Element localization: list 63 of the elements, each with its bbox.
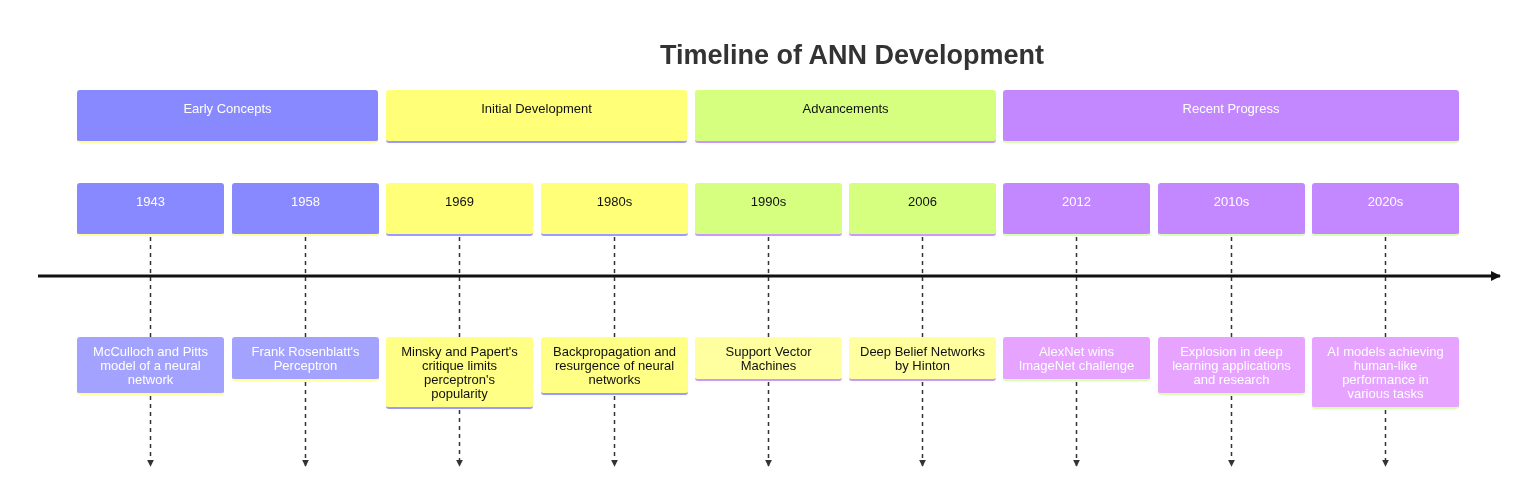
period-box	[1003, 183, 1150, 236]
label-text: 1990s	[750, 195, 787, 209]
event-text: McCulloch and Pitts model of a neural network	[92, 345, 209, 387]
period-box	[1312, 183, 1459, 236]
event-text: AI models achieving human-like performance in various tasks	[1326, 345, 1445, 401]
label-text: Initial Development	[481, 102, 592, 116]
event-box	[541, 337, 688, 395]
event-text: Backpropagation and resurgence of neural networks	[552, 345, 677, 387]
period-box	[77, 183, 224, 236]
label-text: 2012	[1062, 195, 1091, 209]
event-box	[1158, 337, 1305, 395]
period-box	[541, 183, 688, 236]
dashed-connector	[1384, 236, 1387, 338]
dashed-connector	[1073, 381, 1080, 467]
dashed-connector	[458, 236, 461, 338]
period-box	[232, 183, 379, 236]
dashed-connector	[1075, 236, 1078, 338]
label-text: 1958	[291, 195, 320, 209]
label-text: Advancements	[802, 102, 889, 116]
section-header	[77, 90, 378, 143]
label-text: 2006	[908, 195, 937, 209]
label-text: 2020s	[1367, 195, 1404, 209]
dashed-connector	[765, 381, 772, 467]
dashed-connector	[147, 395, 154, 467]
period-box	[1158, 183, 1305, 236]
dashed-connector	[1228, 395, 1235, 467]
event-box	[849, 337, 996, 381]
dashed-connector	[613, 236, 616, 338]
label-text: 1943	[136, 195, 165, 209]
dashed-connector	[302, 381, 309, 467]
label-text: 1980s	[596, 195, 633, 209]
label-text: Early Concepts	[183, 102, 272, 116]
section-header	[695, 90, 996, 143]
section-header	[386, 90, 687, 143]
dashed-connector	[149, 236, 152, 338]
dashed-connector	[304, 236, 307, 338]
label-text: 2010s	[1213, 195, 1250, 209]
event-box	[232, 337, 379, 381]
event-text: Deep Belief Networks by Hinton	[859, 345, 986, 373]
dashed-connector	[921, 236, 924, 338]
dashed-connector	[1382, 409, 1389, 467]
label-text: Recent Progress	[1182, 102, 1280, 116]
section-header	[1003, 90, 1459, 143]
event-box	[695, 337, 842, 381]
period-box	[849, 183, 996, 236]
period-box	[386, 183, 533, 236]
event-box	[1312, 337, 1459, 409]
dashed-connector	[767, 236, 770, 338]
event-text: Support Vector Machines	[724, 345, 813, 373]
event-text: Explosion in deep learning applications and research	[1171, 345, 1292, 387]
label-text: 1969	[445, 195, 474, 209]
event-box	[1003, 337, 1150, 381]
period-box	[695, 183, 842, 236]
diagram-title: Timeline of ANN Development	[658, 40, 1046, 71]
event-text: AlexNet wins ImageNet challenge	[1017, 345, 1136, 373]
dashed-connector	[919, 381, 926, 467]
event-box	[386, 337, 533, 409]
dashed-connector	[611, 395, 618, 467]
dashed-connector	[1230, 236, 1233, 338]
dashed-connector	[456, 409, 463, 467]
event-text: Minsky and Papert's critique limits perceptron's popularity	[400, 345, 519, 401]
event-text: Frank Rosenblatt's Perceptron	[250, 345, 361, 373]
event-box	[77, 337, 224, 395]
